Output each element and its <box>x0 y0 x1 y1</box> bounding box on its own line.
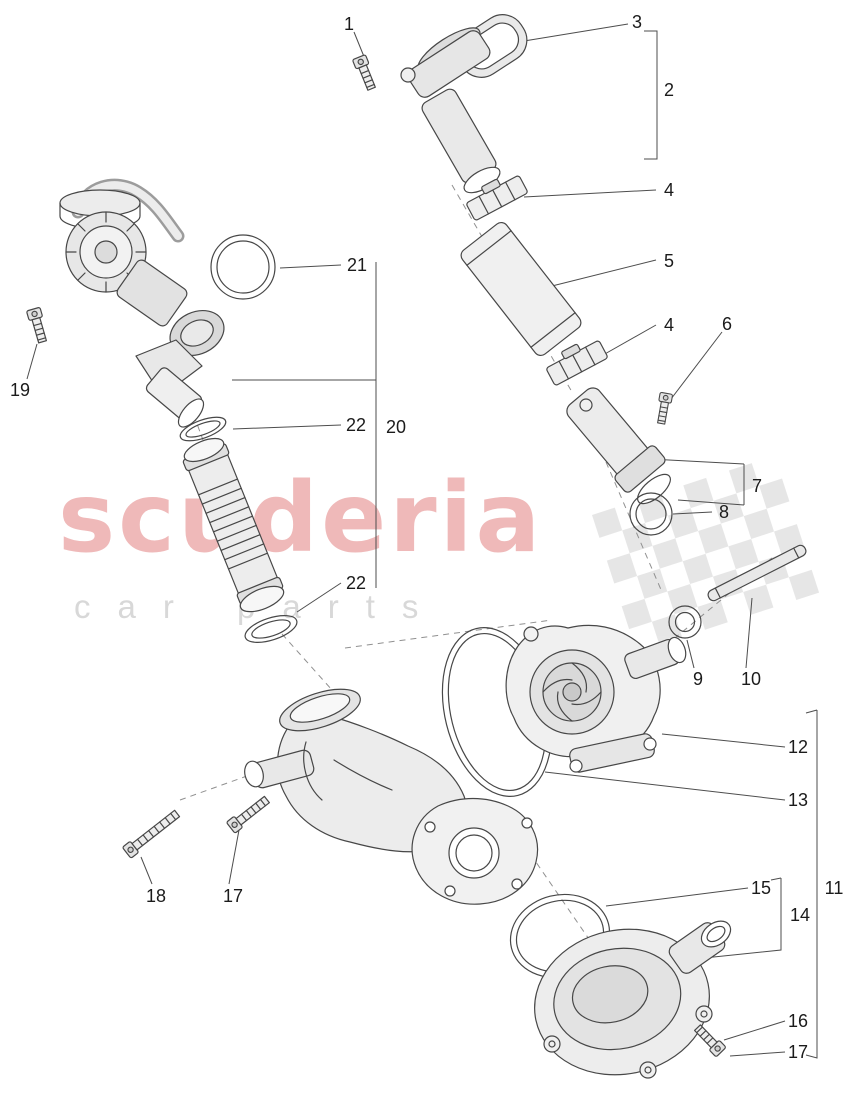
callout-5[interactable]: 5 <box>663 251 675 271</box>
watermark-brand: scuderia <box>58 462 544 574</box>
callout-21[interactable]: 21 <box>346 255 368 275</box>
callout-12[interactable]: 12 <box>787 737 809 757</box>
bellows-pipe-part-20 <box>182 437 285 613</box>
bolt-part-16 <box>691 1022 727 1058</box>
coolant-pipe-part-7 <box>566 387 671 505</box>
callout-18[interactable]: 18 <box>145 886 167 906</box>
callout-6[interactable]: 6 <box>721 314 733 334</box>
callout-22b[interactable]: 22 <box>345 573 367 593</box>
callout-1[interactable]: 1 <box>343 14 355 34</box>
oring-part-8 <box>629 492 673 536</box>
callout-22a[interactable]: 22 <box>345 415 367 435</box>
callout-20[interactable]: 20 <box>385 417 407 437</box>
oring-part-21 <box>210 234 276 300</box>
callout-10[interactable]: 10 <box>740 669 762 689</box>
bolt-part-18 <box>121 807 182 859</box>
bolt-part-1 <box>351 53 379 92</box>
pump-cover-part-14 <box>534 920 732 1079</box>
callout-13[interactable]: 13 <box>787 790 809 810</box>
water-pump-part-12 <box>505 624 687 773</box>
callout-4b[interactable]: 4 <box>663 315 675 335</box>
callout-19[interactable]: 19 <box>9 380 31 400</box>
thermostat-housing-part-2 <box>400 27 501 194</box>
coolant-manifold-housing <box>244 688 539 905</box>
stud-part-10 <box>707 544 807 602</box>
seal-ring-part-9 <box>668 605 702 639</box>
hose-part-5 <box>460 221 582 357</box>
callout-14[interactable]: 14 <box>789 905 811 925</box>
callout-2[interactable]: 2 <box>663 80 675 100</box>
oring-part-22-lower <box>244 615 298 643</box>
callout-16[interactable]: 16 <box>787 1011 809 1031</box>
bolt-part-19 <box>25 306 50 345</box>
parts-artwork <box>25 14 807 1079</box>
turbocharger-assembly <box>59 178 225 428</box>
callout-8[interactable]: 8 <box>718 502 730 522</box>
callout-9[interactable]: 9 <box>692 669 704 689</box>
callout-4a[interactable]: 4 <box>663 180 675 200</box>
callout-11[interactable]: 11 <box>824 878 844 898</box>
callout-7[interactable]: 7 <box>751 476 763 496</box>
callout-17b[interactable]: 17 <box>787 1042 809 1062</box>
callout-17a[interactable]: 17 <box>222 886 244 906</box>
oring-part-22-upper <box>179 416 227 442</box>
bolt-part-6 <box>654 391 674 426</box>
bolt-part-17-left <box>225 793 272 834</box>
callout-3[interactable]: 3 <box>631 12 643 32</box>
callout-15[interactable]: 15 <box>750 878 772 898</box>
